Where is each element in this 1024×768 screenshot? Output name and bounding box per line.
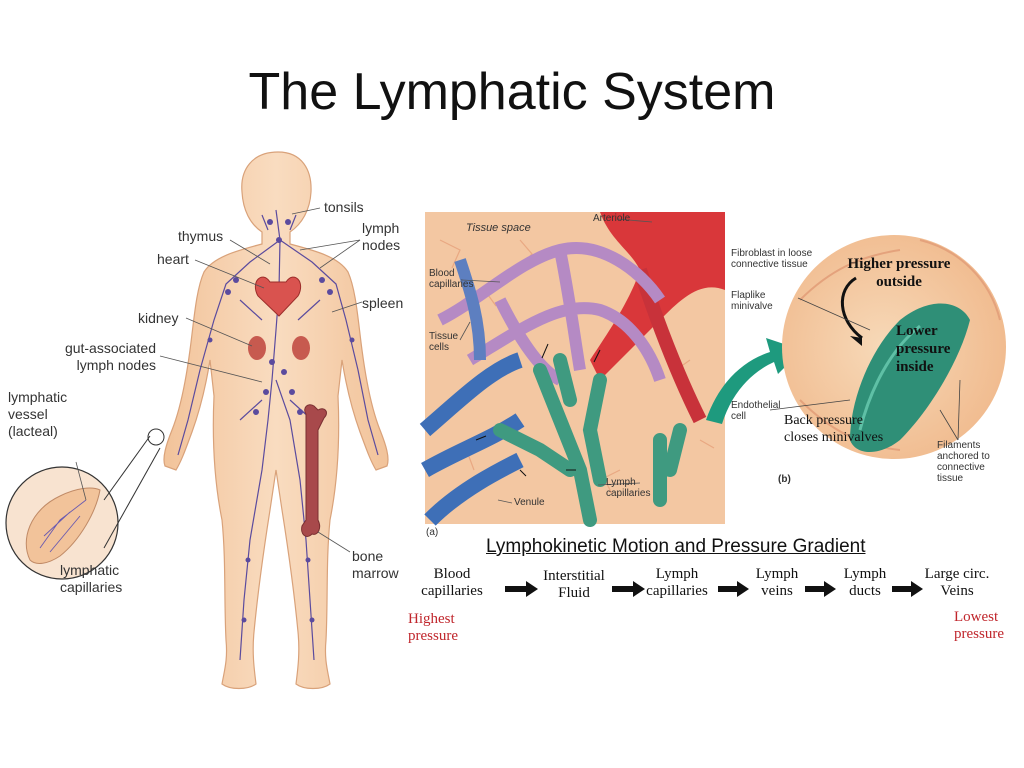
flow-arrows	[505, 581, 923, 597]
label-higher-pressure: Higher pressure outside	[847, 256, 951, 290]
label-lowest-pressure: Lowest pressure	[954, 609, 1004, 642]
label-lymph-nodes: lymph nodes	[362, 220, 401, 253]
kidney-right	[292, 336, 310, 360]
label-panel-a-tag: (a)	[426, 527, 439, 538]
label-endothelial: Endothelial cell	[731, 400, 781, 422]
label-filaments: Filaments anchored to connective tissue	[937, 440, 990, 484]
label-panel-b-tag: (b)	[778, 474, 791, 485]
label-flaplike: Flaplike minivalve	[731, 290, 773, 312]
heart-organ	[254, 276, 302, 317]
label-fibroblast: Fibroblast in loose connective tissue	[731, 248, 813, 270]
body-silhouette	[163, 151, 389, 690]
lymph-vessel-cross-section	[850, 303, 970, 452]
flow-step-large-veins: Large circ. Veins	[924, 566, 990, 599]
label-kidney: kidney	[138, 310, 179, 326]
human-body-figure	[5, 151, 389, 690]
flow-step-interstitial-fluid: Interstitial Fluid	[543, 568, 605, 601]
pressure-arrow	[841, 276, 863, 340]
capillary-mesh	[437, 242, 666, 386]
flow-step-blood-capillaries: Blood capillaries	[421, 566, 483, 599]
label-venule: Venule	[514, 497, 545, 508]
label-thymus: thymus	[178, 228, 224, 244]
label-lymph-capillaries-a: Lymph capillaries	[606, 477, 651, 499]
label-tissue-space: Tissue space	[466, 222, 531, 234]
flow-step-lymph-veins: Lymph veins	[755, 566, 799, 599]
flow-step-lymph-capillaries: Lymph capillaries	[646, 566, 708, 599]
femur-bone-marrow	[301, 404, 327, 537]
flow-heading: Lymphokinetic Motion and Pressure Gradie…	[486, 536, 866, 557]
kidney-left	[248, 336, 266, 360]
label-lymphatic-vessel: lymphatic vessel (lacteal)	[8, 389, 68, 439]
panel-b-illustration	[769, 235, 1006, 459]
label-lymphatic-capillaries: lymphatic capillaries	[60, 562, 123, 595]
label-lower-pressure: Lower pressure inside	[896, 323, 951, 375]
lymph-vessel-network	[177, 209, 379, 661]
label-highest-pressure: Highest pressure	[408, 611, 458, 644]
label-back-pressure: Back pressure closes minivalves	[784, 413, 884, 445]
label-arteriole: Arteriole	[593, 213, 631, 224]
label-gut-nodes: gut-associated lymph nodes	[64, 340, 156, 373]
panel-a-illustration	[419, 212, 725, 527]
label-heart: heart	[157, 251, 189, 267]
venule	[419, 352, 525, 526]
lymph-capillaries	[493, 353, 687, 527]
lymph-nodes-dots	[207, 219, 355, 623]
page-title: The Lymphatic System	[248, 63, 776, 121]
label-tonsils: tonsils	[324, 199, 364, 215]
label-bone-marrow: bone marrow	[352, 548, 399, 581]
flow-arrows-a	[475, 343, 601, 477]
zoom-arrow	[706, 338, 802, 424]
label-spleen: spleen	[362, 295, 404, 311]
flow-step-lymph-ducts: Lymph ducts	[843, 566, 887, 599]
label-tissue-cells: Tissue cells	[429, 331, 459, 353]
label-blood-capillaries: Blood capillaries	[429, 268, 474, 290]
